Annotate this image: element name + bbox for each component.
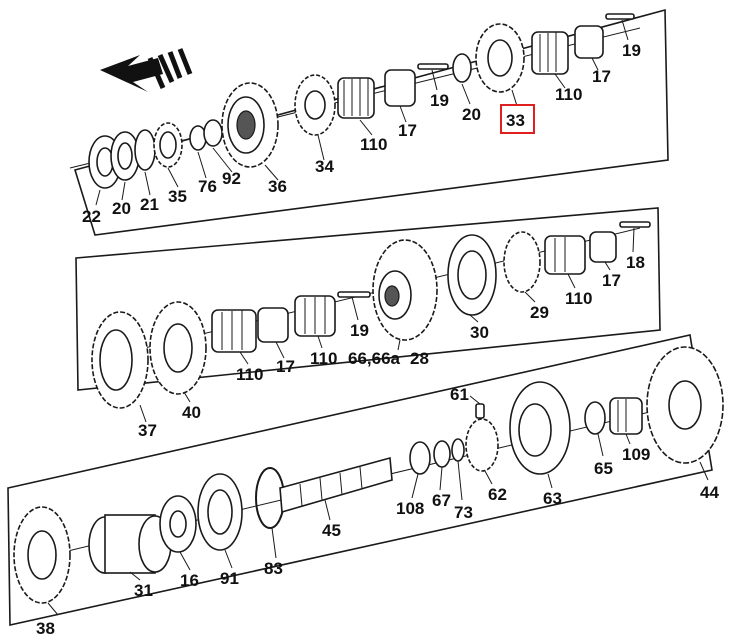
part-label: 22 [82,207,101,226]
part-label: 65 [594,459,613,478]
leader-lines [47,19,709,616]
part-label: 110 [310,349,337,368]
part-label: 44 [700,483,719,502]
part-label-highlighted: 33 [506,111,525,130]
part-label: 110 [565,289,592,308]
part-label: 17 [592,67,611,86]
bottom-assembly [13,346,724,604]
part-label: 18 [626,253,645,272]
part-label: 83 [264,559,283,578]
part-label: 73 [454,503,473,522]
part-label: 17 [398,121,417,140]
part-label: 29 [530,303,549,322]
part-label: 63 [543,489,562,508]
part-label: 66,66a [348,349,401,368]
part-label: 17 [602,271,621,290]
arrow-left-icon [100,48,193,92]
part-label: 110 [360,135,387,154]
part-label: 19 [350,321,369,340]
part-label: 17 [276,357,295,376]
part-label: 31 [134,581,153,600]
part-label: 110 [236,365,263,384]
part-label: 20 [462,105,481,124]
part-label: 62 [488,485,507,504]
part-label: 61 [450,385,469,404]
part-label: 45 [322,521,341,540]
part-label: 35 [168,187,187,206]
part-label: 110 [555,85,582,104]
part-label: 19 [430,91,449,110]
part-label: 91 [220,569,239,588]
part-label: 37 [138,421,157,440]
part-label: 109 [622,445,650,464]
part-label: 108 [396,499,424,518]
part-label: 21 [140,195,159,214]
part-labels: 22 20 21 35 76 92 36 34 110 17 19 20 33 … [36,41,719,638]
part-label: 40 [182,403,201,422]
part-label: 19 [622,41,641,60]
part-label: 20 [112,199,131,218]
middle-assembly [91,221,651,409]
part-label: 67 [432,491,451,510]
part-label: 16 [180,571,199,590]
part-label: 30 [470,323,489,342]
part-label: 38 [36,619,55,638]
part-label: 36 [268,177,287,196]
part-label: 28 [410,349,429,368]
part-label: 92 [222,169,241,188]
part-label: 34 [315,157,334,176]
highlight-box [500,104,535,134]
top-assembly [69,13,641,189]
part-label: 76 [198,177,217,196]
